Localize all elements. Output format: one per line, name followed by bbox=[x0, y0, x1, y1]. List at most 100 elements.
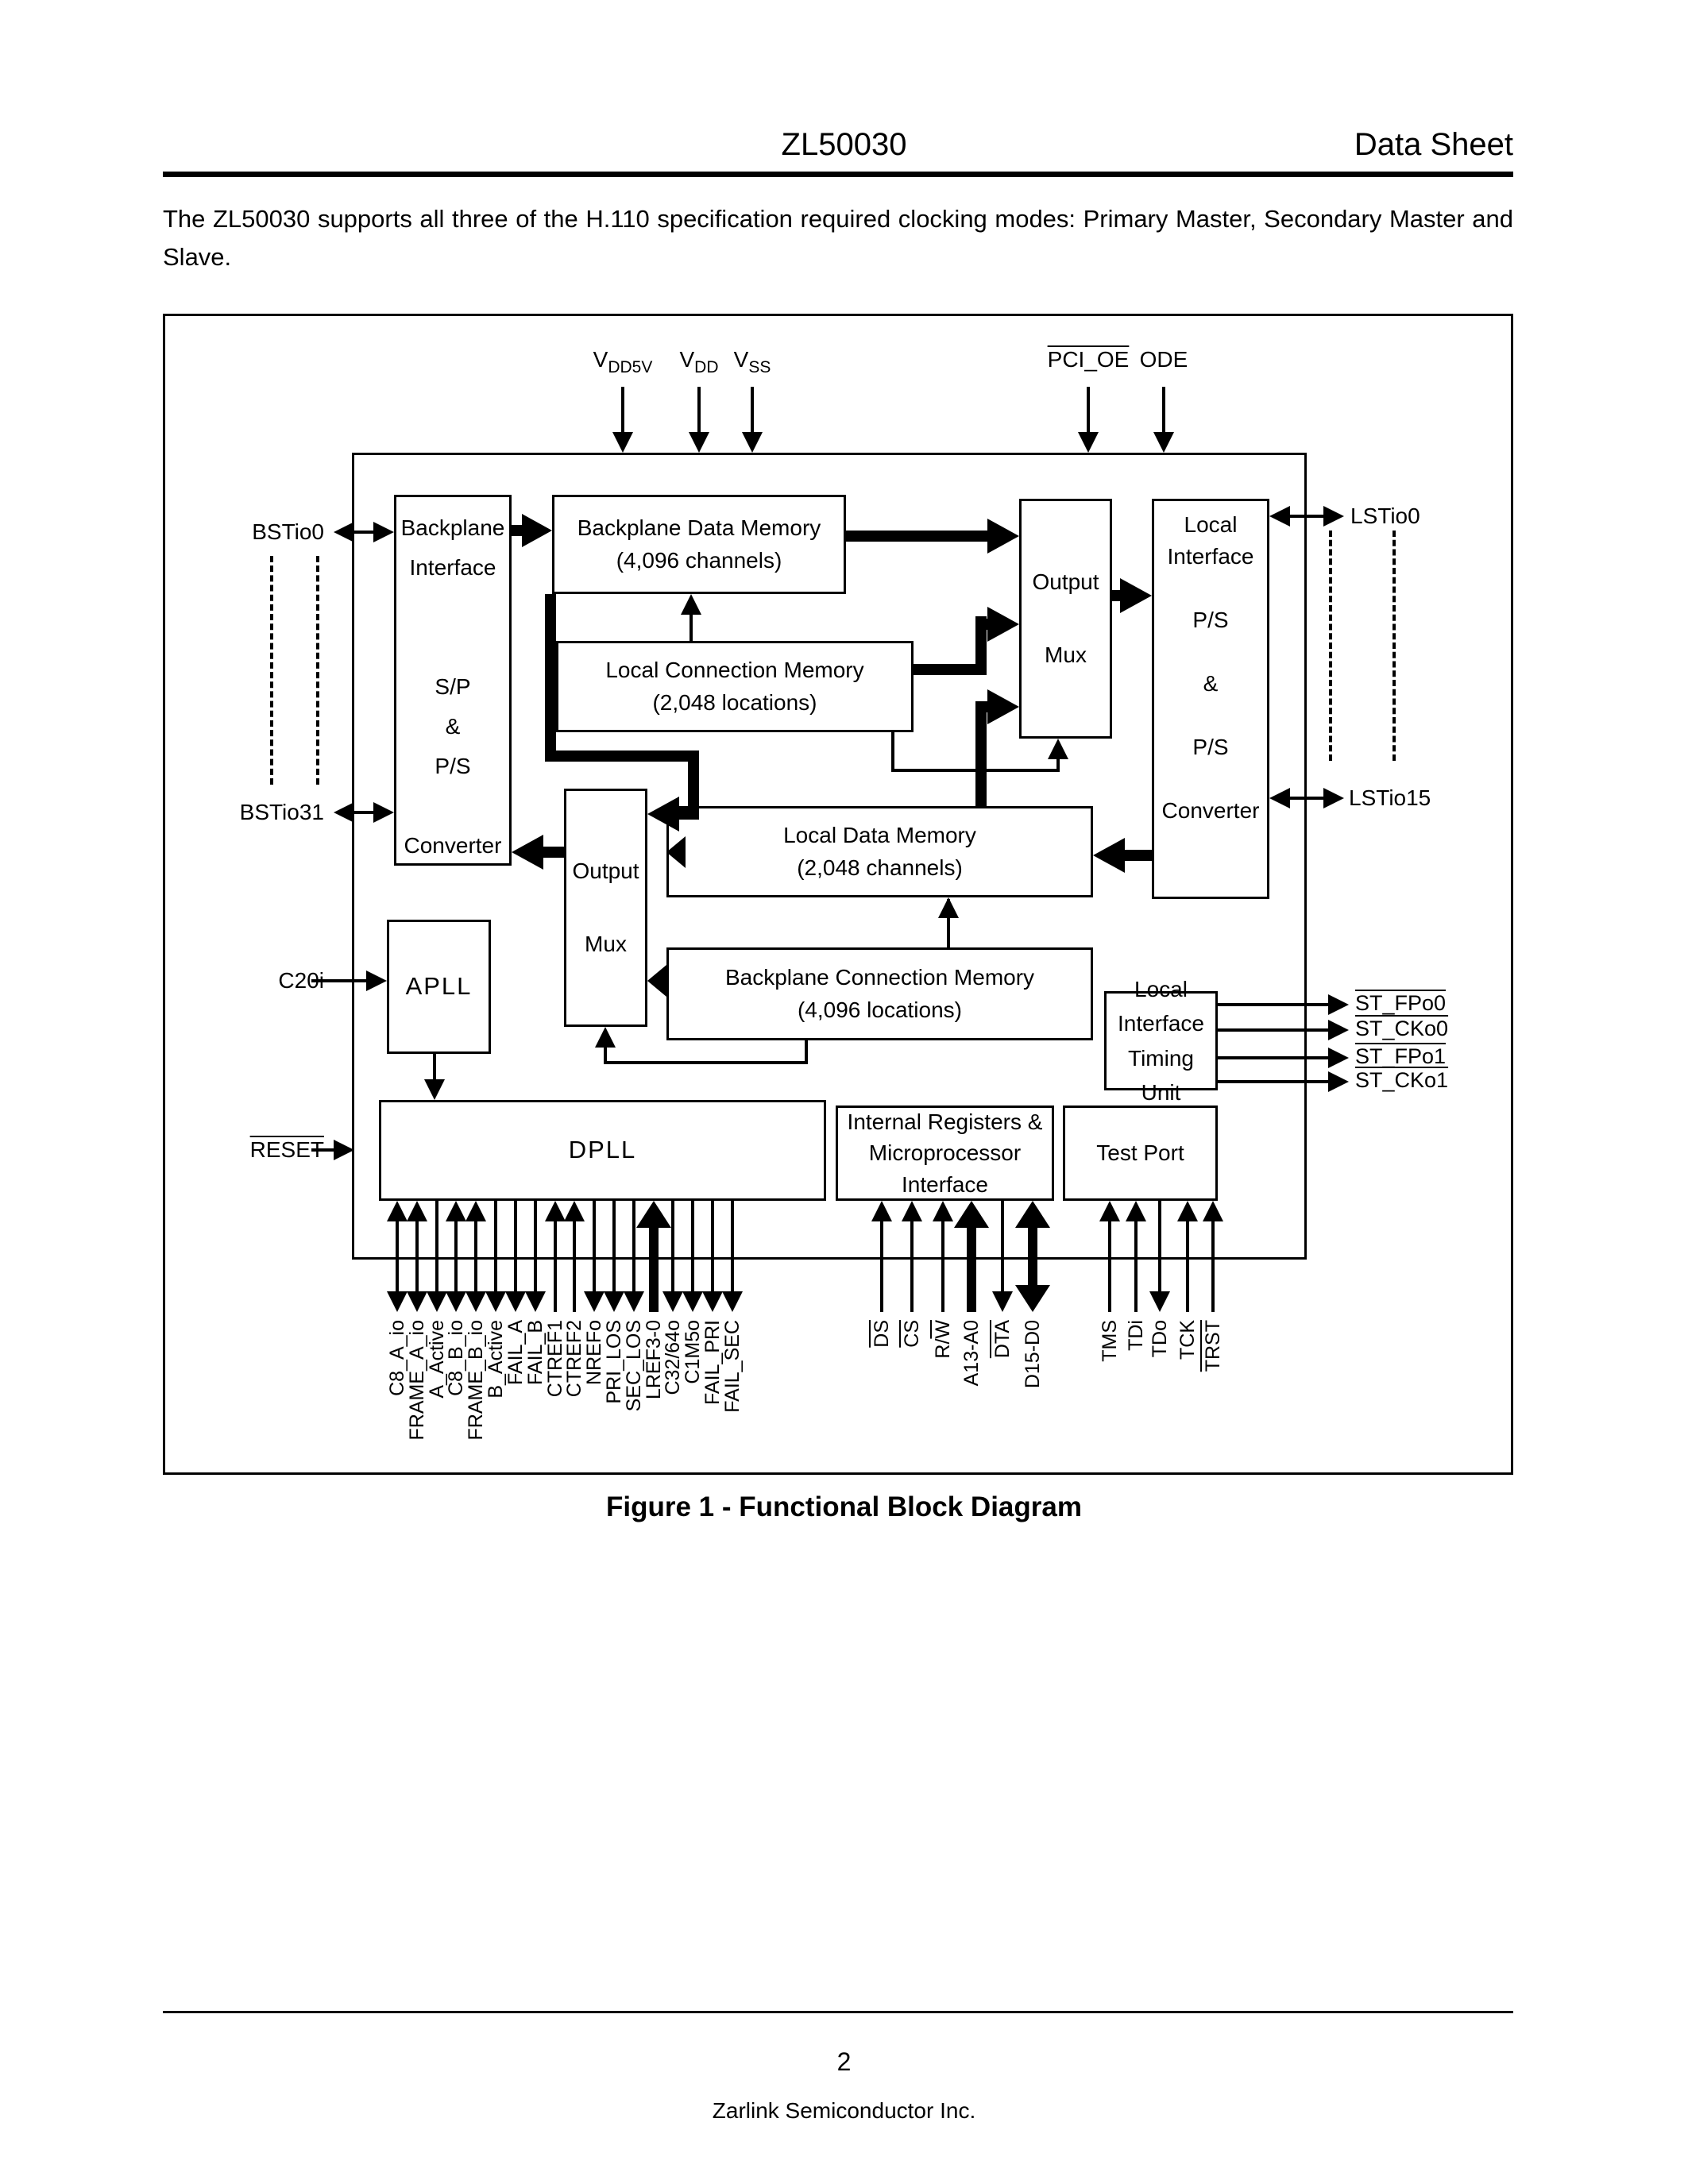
arrowhead-down bbox=[427, 1291, 447, 1312]
arrowhead-right bbox=[366, 970, 387, 991]
block-internal-registers: Internal Registers & Microprocessor Inte… bbox=[836, 1106, 1054, 1201]
page-number: 2 bbox=[836, 2047, 852, 2076]
connector-line bbox=[612, 1201, 616, 1295]
connector-line bbox=[534, 1201, 537, 1295]
block-backplane-data-memory: Backplane Data Memory (4,096 channels) bbox=[552, 495, 846, 594]
pin-label-dta: DTA bbox=[991, 1320, 1014, 1359]
arrowhead-up bbox=[1015, 1201, 1050, 1228]
connector-line bbox=[731, 1201, 734, 1295]
pin-label-vdd: VDD bbox=[679, 347, 719, 376]
connector-line bbox=[912, 664, 987, 675]
arrowhead-up bbox=[407, 1201, 427, 1221]
arrowhead-up bbox=[681, 594, 701, 615]
pin-label-fail-sec: FAIL_SEC bbox=[721, 1320, 744, 1413]
pin-label-d15-d0: D15-D0 bbox=[1022, 1320, 1044, 1389]
block-output-mux-low: Output Mux bbox=[564, 789, 647, 1027]
dashed-continuation-line bbox=[1393, 531, 1396, 761]
arrowhead-up bbox=[1099, 1201, 1120, 1221]
arrowhead-down bbox=[689, 432, 709, 453]
arrowhead-down bbox=[424, 1079, 445, 1100]
arrowhead-down bbox=[505, 1291, 526, 1312]
connector-line bbox=[632, 1201, 635, 1295]
block-dpll: DPLL bbox=[379, 1100, 826, 1201]
pin-label-ds: DS bbox=[871, 1320, 893, 1348]
connector-line bbox=[396, 1218, 399, 1295]
connector-line bbox=[671, 1201, 674, 1295]
arrowhead-right bbox=[987, 689, 1019, 724]
connector-line bbox=[967, 1225, 976, 1312]
connector-line bbox=[691, 1201, 694, 1295]
connector-line bbox=[545, 751, 699, 762]
arrowhead-left bbox=[647, 965, 666, 997]
pin-label-st-fpo1: ST_FPo1 bbox=[1355, 1044, 1447, 1068]
arrowhead-left bbox=[1269, 788, 1290, 808]
connector-line bbox=[689, 640, 693, 643]
connector-line bbox=[573, 1218, 576, 1312]
arrowhead-right bbox=[987, 607, 1019, 642]
block-timing-unit: Local Interface Timing Unit bbox=[1104, 977, 1218, 1105]
pin-label-vss: VSS bbox=[733, 347, 771, 376]
arrowhead-right bbox=[987, 519, 1019, 554]
arrowhead-right bbox=[1328, 1020, 1349, 1040]
connector-line bbox=[351, 811, 377, 814]
arrowhead-up bbox=[564, 1201, 585, 1221]
connector-line bbox=[1287, 797, 1327, 800]
arrowhead-right bbox=[334, 1140, 354, 1160]
pin-label-st-fpo0: ST_FPo0 bbox=[1355, 991, 1447, 1015]
connector-line bbox=[975, 701, 987, 806]
dashed-continuation-line bbox=[316, 556, 319, 785]
arrowhead-right bbox=[1328, 1048, 1349, 1068]
pin-label-c20i: C20i bbox=[278, 968, 324, 993]
arrowhead-up bbox=[938, 897, 959, 918]
arrowhead-left bbox=[647, 797, 679, 832]
connector-line bbox=[543, 847, 564, 858]
pin-label-tck: TCK bbox=[1176, 1320, 1199, 1360]
connector-line bbox=[1218, 1003, 1329, 1006]
connector-line bbox=[689, 612, 693, 643]
pin-label-reset: RESET bbox=[249, 1137, 324, 1162]
arrowhead-down bbox=[584, 1291, 605, 1312]
connector-line bbox=[1125, 850, 1152, 861]
connector-line bbox=[678, 808, 699, 820]
arrowhead-down bbox=[525, 1291, 546, 1312]
arrowhead-right bbox=[373, 802, 394, 823]
arrowhead-right bbox=[1328, 1071, 1349, 1092]
pin-label-bstio0: BSTio0 bbox=[252, 519, 324, 544]
footer-company: Zarlink Semiconductor Inc. bbox=[712, 2098, 976, 2123]
arrowhead-down bbox=[682, 1291, 703, 1312]
pin-label-st-cko1: ST_CKo1 bbox=[1355, 1068, 1449, 1092]
arrowhead-down bbox=[465, 1291, 486, 1312]
arrowhead-down bbox=[612, 432, 633, 453]
pin-label-a13-a0: A13-A0 bbox=[960, 1320, 983, 1387]
connector-line bbox=[983, 619, 990, 630]
arrowhead-left bbox=[334, 802, 354, 823]
connector-line bbox=[805, 1040, 808, 1064]
footer-rule bbox=[163, 2011, 1513, 2013]
arrowhead-left bbox=[334, 522, 354, 542]
arrowhead-down bbox=[1149, 1291, 1170, 1312]
pin-label-tdi: TDi bbox=[1125, 1320, 1147, 1351]
connector-line bbox=[1162, 387, 1165, 433]
arrowhead-down bbox=[742, 432, 763, 453]
connector-line bbox=[351, 531, 377, 534]
connector-line bbox=[891, 769, 1060, 772]
arrowhead-up bbox=[446, 1201, 466, 1221]
arrowhead-left bbox=[1093, 838, 1125, 873]
pin-label-vdd5v: VDD5V bbox=[593, 347, 653, 376]
connector-line bbox=[454, 1218, 458, 1295]
connector-line bbox=[494, 1201, 497, 1295]
arrowhead-up bbox=[1177, 1201, 1198, 1221]
arrowhead-up bbox=[465, 1201, 486, 1221]
arrowhead-down bbox=[624, 1291, 644, 1312]
connector-line bbox=[1287, 515, 1327, 518]
pin-label-tms: TMS bbox=[1099, 1320, 1121, 1362]
block-apll: APLL bbox=[387, 920, 491, 1054]
pin-label-tdo: TDo bbox=[1149, 1320, 1171, 1358]
connector-line bbox=[910, 1218, 914, 1312]
intro-paragraph: The ZL50030 supports all three of the H.… bbox=[163, 205, 1513, 272]
arrowhead-up bbox=[1126, 1201, 1146, 1221]
connector-line bbox=[983, 701, 990, 712]
arrowhead-right bbox=[1120, 578, 1152, 613]
connector-line bbox=[697, 387, 701, 433]
connector-line bbox=[604, 1046, 607, 1064]
